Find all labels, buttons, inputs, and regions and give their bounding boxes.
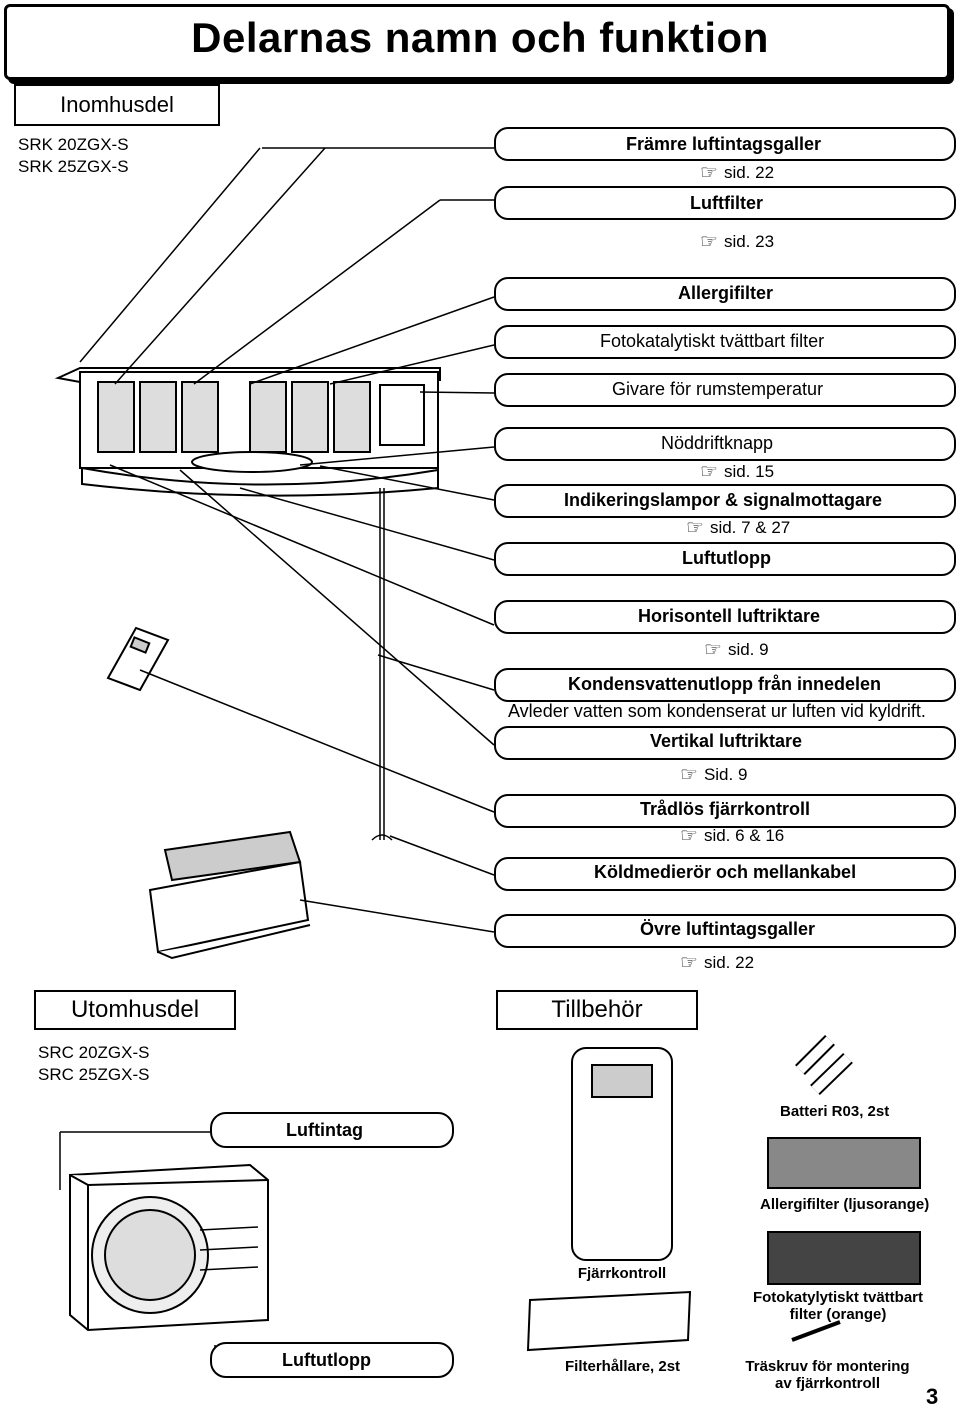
label-pill <box>210 1112 454 1148</box>
ref-horizontal-louver: ☞sid. 9 <box>704 639 769 661</box>
label-pill <box>494 325 956 359</box>
part-upper-intake-grille: Övre luftintagsgaller <box>640 919 816 939</box>
accessories-heading: Tillbehör <box>496 990 698 1030</box>
part-room-temp-sensor: Givare för rumstemperatur <box>612 379 824 399</box>
outdoor-air-outlet: Luftutlopp <box>282 1350 371 1370</box>
ref-vertical-louver: ☞Sid. 9 <box>680 764 748 786</box>
label-pill <box>494 600 956 634</box>
pointing-hand-icon: ☞ <box>700 162 718 184</box>
part-horizontal-louver: Horisontell luftriktare <box>638 606 821 626</box>
label-pill <box>494 277 956 311</box>
accessory-photo-filter: Fotokatylytiskt tvättbart filter (orange… <box>752 1289 924 1323</box>
part-front-intake-grille: Främre luftintagsgaller <box>626 134 822 154</box>
label-pill <box>494 668 956 702</box>
accessory-battery: Batteri R03, 2st <box>780 1103 890 1120</box>
outdoor-model: SRC 25ZGX-S <box>38 1065 150 1084</box>
outdoor-model: SRC 20ZGX-S <box>38 1043 150 1062</box>
outdoor-air-intake: Luftintag <box>286 1120 363 1140</box>
part-emergency-button: Nöddriftknapp <box>661 433 774 453</box>
ref-upper-intake-grille: ☞sid. 22 <box>680 952 755 974</box>
indoor-unit-illustration <box>54 367 441 841</box>
part-refrigerant-pipe: Köldmedierör och mellankabel <box>594 862 857 882</box>
ref-emergency-button: ☞sid. 15 <box>700 461 775 483</box>
accessory-allergy-filter: Allergifilter (ljusorange) <box>760 1196 930 1213</box>
accessory-screw: Träskruv för montering av fjärrkontroll <box>745 1358 910 1392</box>
pointing-hand-icon: ☞ <box>686 517 704 539</box>
label-pill <box>494 127 956 161</box>
label-pill <box>494 914 956 948</box>
label-pill <box>494 857 956 891</box>
indoor-model: SRK 20ZGX-S <box>18 135 129 154</box>
part-photocatalytic-filter: Fotokatalytiskt tvättbart filter <box>600 331 825 351</box>
label-pill <box>494 794 956 828</box>
pointing-hand-icon: ☞ <box>680 952 698 974</box>
title-banner <box>4 4 950 80</box>
page-number: 3 <box>926 1384 939 1409</box>
ref-front-intake-grille: ☞sid. 22 <box>700 162 775 184</box>
accessory-filter-holder: Filterhållare, 2st <box>565 1358 681 1375</box>
pointing-hand-icon: ☞ <box>680 764 698 786</box>
ref-air-filter: ☞sid. 23 <box>700 231 775 253</box>
part-air-outlet: Luftutlopp <box>682 548 771 568</box>
indoor-heading: Inomhusdel <box>14 84 220 126</box>
part-allergy-filter: Allergifilter <box>678 283 774 303</box>
indoor-models: SRK 20ZGX-S SRK 25ZGX-S <box>18 134 129 178</box>
drain-outlet-description: Avleder vatten som kondenserat ur luften… <box>508 701 926 721</box>
label-pill <box>494 186 956 220</box>
ref-indicator-lamps: ☞sid. 7 & 27 <box>686 517 791 539</box>
label-pill <box>494 373 956 407</box>
outdoor-heading: Utomhusdel <box>34 990 236 1030</box>
ref-wireless-remote: ☞sid. 6 & 16 <box>680 825 785 847</box>
label-pill <box>494 484 956 518</box>
indoor-model: SRK 25ZGX-S <box>18 157 129 176</box>
page-title: Delarnas namn och funktion <box>191 14 769 61</box>
outdoor-models: SRC 20ZGX-S SRC 25ZGX-S <box>38 1042 149 1086</box>
part-air-filter: Luftfilter <box>690 193 763 213</box>
label-pill <box>494 427 956 461</box>
indoor-unit-upper-grille-illustration <box>148 830 311 960</box>
accessory-remote: Fjärrkontroll <box>577 1265 667 1282</box>
part-drain-outlet: Kondensvattenutlopp från innedelen <box>568 674 882 694</box>
pointing-hand-icon: ☞ <box>700 231 718 253</box>
label-pill <box>210 1342 454 1378</box>
pointing-hand-icon: ☞ <box>680 825 698 847</box>
outdoor-unit-illustration <box>69 1163 269 1332</box>
accessories-illustration <box>526 1035 921 1352</box>
part-vertical-louver: Vertikal luftriktare <box>650 731 803 751</box>
part-indicator-lamps: Indikeringslampor & signalmottagare <box>564 490 883 510</box>
pointing-hand-icon: ☞ <box>704 639 722 661</box>
part-wireless-remote: Trådlös fjärrkontroll <box>640 799 811 819</box>
label-pill <box>494 542 956 576</box>
pointing-hand-icon: ☞ <box>700 461 718 483</box>
label-pill <box>494 726 956 760</box>
leader-lines <box>59 147 495 1358</box>
wireless-remote-illustration <box>106 626 170 692</box>
